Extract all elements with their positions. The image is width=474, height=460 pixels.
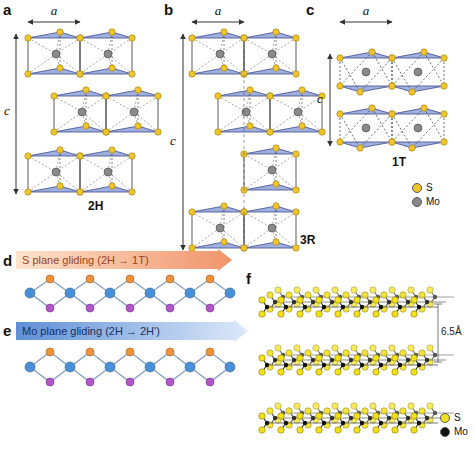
legend-swatch [412,183,422,193]
panel-letter: c [306,1,314,18]
lattice-label: a [51,4,58,19]
layered-mos2 [259,287,454,433]
legend-text: S [454,412,461,424]
panel-letter: f [246,270,251,287]
lattice-arrows [16,22,392,250]
arrow-body [16,320,248,342]
legend-swatch [440,413,450,423]
arrow-body [16,249,232,271]
lattice-label: a [215,4,222,19]
legend-swatch [412,197,422,207]
3r-prisms [189,29,325,251]
lattice-label: c [317,92,323,107]
legend-text: S [426,182,433,194]
2h-prisms [25,29,161,195]
arrow-caption: S plane gliding (2H → 1T) [16,249,155,267]
glide-arrow: S plane gliding (2H → 1T) [16,249,232,271]
interlayer-bracket [434,304,442,362]
arrow-caption: Mo plane gliding (2H → 2H') [16,320,166,338]
1t-octahedra [337,49,447,151]
glide-arrow: Mo plane gliding (2H → 2H') [16,320,248,342]
panel-letter: e [3,322,11,339]
dimension-label: 6.5Å [441,326,462,338]
lattice-label: c [170,134,176,149]
legend-text: Mo [426,196,440,208]
legend-swatch [440,427,450,437]
lattice-label: c [4,104,10,119]
legend-item: S [412,182,433,194]
legend-item: Mo [412,196,440,208]
legend-text: Mo [454,426,468,438]
s-plane-atoms [25,275,235,312]
phase-label: 1T [392,156,406,170]
panel-letter: b [164,1,173,18]
phase-label: 2H [88,200,103,214]
legend-item: Mo [440,426,468,438]
legend-item: S [440,412,461,424]
mo-plane-atoms [25,348,235,386]
lattice-label: a [363,4,370,19]
panel-letter: a [3,1,11,18]
phase-label: 3R [300,234,315,248]
panel-letter: d [3,252,12,269]
